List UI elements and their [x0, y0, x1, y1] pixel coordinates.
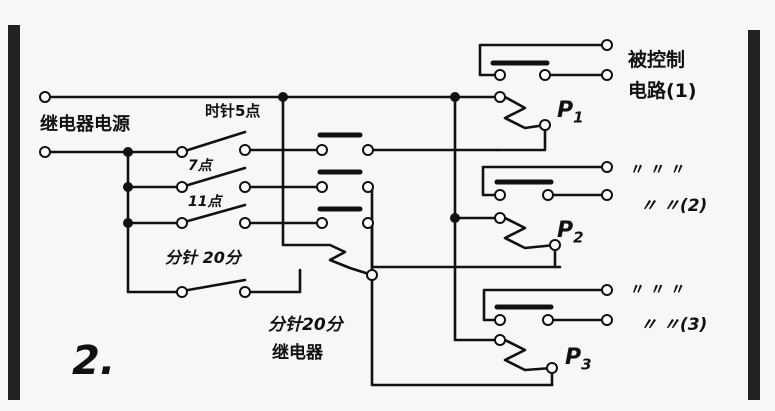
bus-left-vertical [126, 150, 182, 294]
switch-7 [186, 166, 247, 187]
circuit-2-label: 〃 〃(2) [640, 196, 708, 216]
p3-coil [496, 338, 554, 387]
power-supply-label: 继电器电源 [40, 114, 130, 135]
junction-dot [450, 92, 460, 102]
wire-to-p2 [370, 185, 562, 269]
junction-dot [450, 213, 460, 223]
left-margin-bar [8, 25, 20, 400]
junction-dot [123, 218, 133, 228]
circuit-3-top-label: 〃 〃 〃 [630, 280, 686, 298]
junction-dot [123, 147, 133, 157]
clock-11-label: 11点 [188, 194, 222, 210]
switch-5 [186, 130, 247, 152]
relay-bus-vertical [453, 95, 500, 342]
clock-7-label: 7点 [188, 158, 212, 174]
figure-number: 2. [72, 338, 116, 384]
wire-20min [243, 268, 302, 294]
controlled-circuit-label-line2: 电路(1) [628, 80, 697, 102]
minute-relay-label-line2: 继电器 [272, 343, 323, 363]
p1-coil [496, 95, 547, 152]
terminals [39, 39, 613, 374]
minute-20-label: 分针 20分 [165, 248, 241, 267]
relay-p2-label: P2 [557, 218, 584, 247]
controlled-circuit-label-line1: 被控制 [628, 49, 686, 71]
right-margin-bar [748, 30, 760, 400]
p2-coil [496, 216, 557, 269]
junction-dot [123, 182, 133, 192]
controlled-circuit-1-wiring [478, 43, 609, 77]
circuit-2-top-label: 〃 〃 〃 [630, 160, 686, 178]
circuit-3-label: 〃 〃(3) [640, 315, 708, 335]
switch-11 [186, 203, 247, 223]
junction-dot [278, 92, 288, 102]
minute-relay-label-line1: 分针20分 [268, 315, 343, 335]
clock-5-label: 时针5点 [205, 102, 261, 120]
minute-relay-coil [281, 95, 374, 277]
switch-20min [186, 278, 247, 292]
relay-p1-label: P1 [557, 98, 584, 127]
relay-p3-label: P3 [565, 345, 592, 374]
